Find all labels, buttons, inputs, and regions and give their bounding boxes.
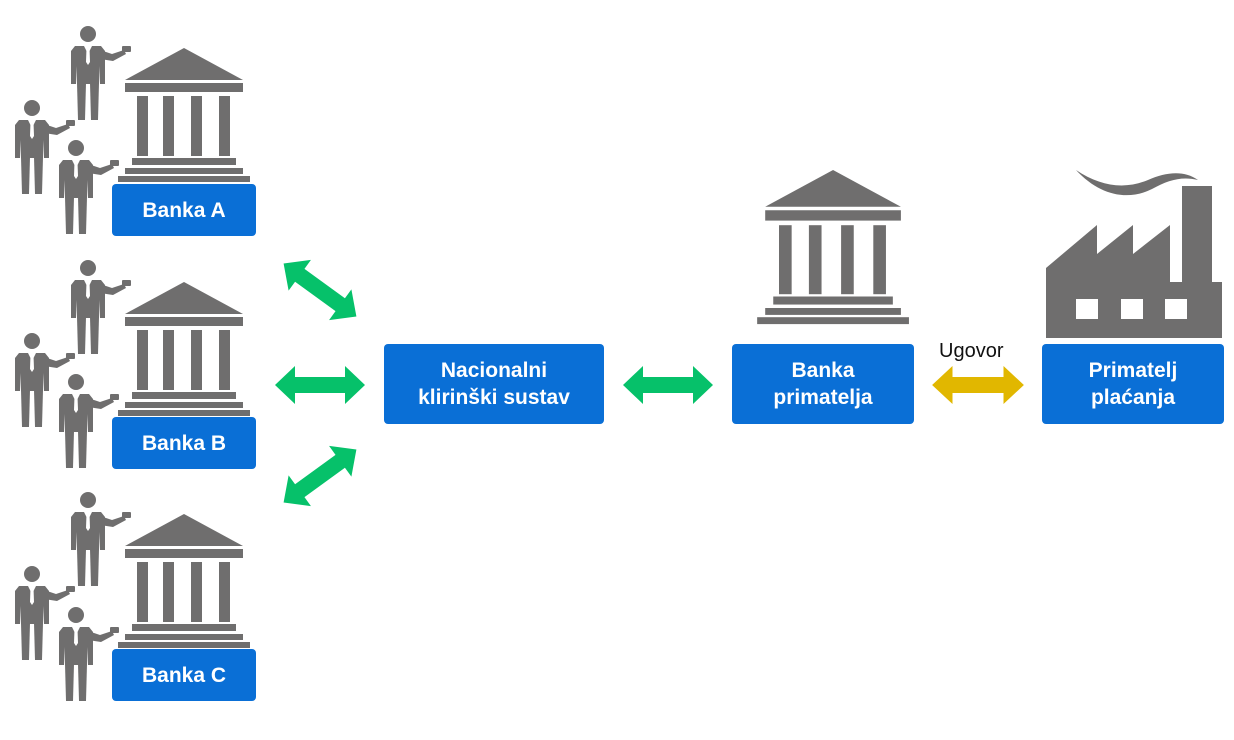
receiver-bank-line-1: Banka xyxy=(791,359,855,382)
businessman-icon xyxy=(59,607,119,701)
bank-building-icon xyxy=(118,514,250,648)
receiver-bank-line-2: primatelja xyxy=(773,386,873,409)
double-arrow-icon xyxy=(272,248,368,332)
double-arrow-icon xyxy=(623,366,713,404)
bank-c-label: Banka C xyxy=(112,649,256,701)
bank-building-icon xyxy=(118,48,250,182)
clearing-line-2: klirinški sustav xyxy=(418,386,570,409)
bank-a-label-text: Banka A xyxy=(142,198,226,222)
receiver-bank-label: Banka primatelja xyxy=(732,344,914,424)
businessman-icon xyxy=(71,492,131,586)
double-arrow-icon xyxy=(932,366,1024,404)
businessman-icon xyxy=(71,26,131,120)
payee-line-1: Primatelj xyxy=(1088,359,1178,382)
bank-building-icon xyxy=(757,170,909,325)
clearing-line-1: Nacionalni xyxy=(440,359,548,382)
businessman-icon xyxy=(59,374,119,468)
double-arrow-icon xyxy=(272,434,368,518)
receiver-bank-group xyxy=(757,170,909,325)
clearing-system-label: Nacionalni klirinški sustav xyxy=(384,344,604,424)
contract-label: Ugovor xyxy=(939,340,1004,362)
payee-line-2: plaćanja xyxy=(1090,386,1176,409)
businessman-icon xyxy=(59,140,119,234)
payee-label: Primatelj plaćanja xyxy=(1042,344,1224,424)
bank-b-label: Banka B xyxy=(112,417,256,469)
bank-c-label-text: Banka C xyxy=(141,663,227,687)
double-arrow-icon xyxy=(275,366,365,404)
businessman-icon xyxy=(71,260,131,354)
factory-icon xyxy=(1046,170,1222,338)
bank-a-label: Banka A xyxy=(112,184,256,236)
bank-b-label-text: Banka B xyxy=(141,431,227,455)
bank-building-icon xyxy=(118,282,250,416)
